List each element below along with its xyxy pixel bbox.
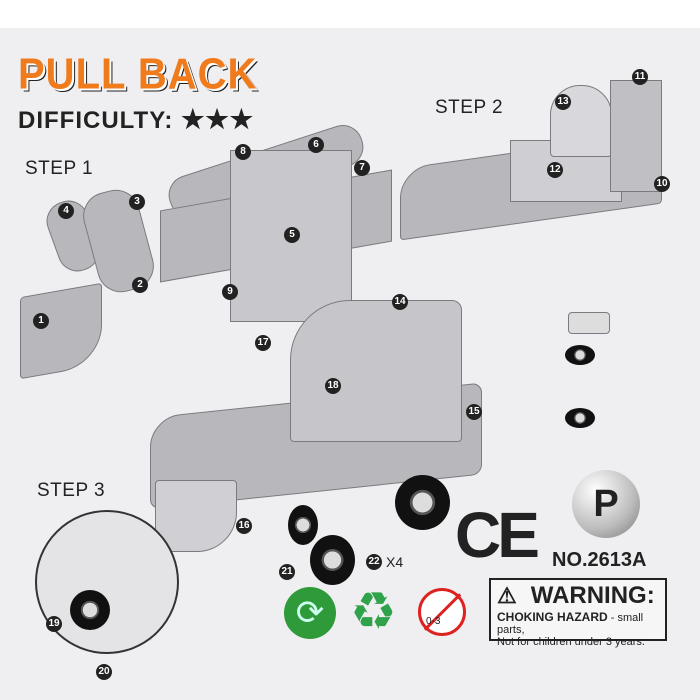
callout-8: 8 bbox=[235, 144, 251, 160]
age-restriction-icon: 0-3 bbox=[418, 588, 466, 636]
callout-22: 22 bbox=[366, 554, 382, 570]
wheel-icon bbox=[310, 535, 355, 585]
pullback-badge: P bbox=[572, 470, 640, 538]
warning-heading: WARNING: bbox=[530, 582, 655, 609]
product-title: PULL BACK bbox=[18, 49, 258, 99]
ce-mark: CE bbox=[455, 499, 540, 571]
step-3-label: STEP 3 bbox=[37, 480, 106, 501]
wheel-icon bbox=[395, 475, 450, 530]
age-icon-label: 0-3 bbox=[426, 616, 441, 627]
warning-triangle-icon: ⚠ bbox=[497, 583, 517, 608]
callout-19: 19 bbox=[46, 616, 62, 632]
wheel-icon bbox=[288, 505, 318, 545]
axle-detail-icon bbox=[70, 590, 110, 630]
callout-9: 9 bbox=[222, 284, 238, 300]
callout-14: 14 bbox=[392, 294, 408, 310]
difficulty-rating: DIFFICULTY: ★★★ bbox=[18, 104, 254, 135]
warning-box: ⚠WARNING: CHOKING HAZARD - small parts, … bbox=[489, 578, 667, 648]
step-1-label: STEP 1 bbox=[25, 158, 94, 179]
callout-7: 7 bbox=[354, 160, 370, 176]
callout-3: 3 bbox=[129, 194, 145, 210]
difficulty-label: DIFFICULTY: bbox=[18, 107, 174, 134]
green-dot-icon: ⟳ bbox=[284, 587, 336, 639]
callout-10: 10 bbox=[654, 176, 670, 192]
recycle-icon: ♻ bbox=[350, 583, 397, 641]
difficulty-stars: ★★★ bbox=[181, 104, 255, 134]
callout-17: 17 bbox=[255, 335, 271, 351]
hazard-detail: - small parts, bbox=[497, 612, 644, 636]
callout-15: 15 bbox=[466, 404, 482, 420]
pullback-badge-letter: P bbox=[593, 482, 619, 525]
callout-18: 18 bbox=[325, 378, 341, 394]
hammer-icon bbox=[568, 312, 610, 334]
callout-2: 2 bbox=[132, 277, 148, 293]
wheel-quantity: X4 bbox=[386, 554, 404, 570]
callout-1: 1 bbox=[33, 313, 49, 329]
step-2-label: STEP 2 bbox=[435, 97, 504, 118]
callout-6: 6 bbox=[308, 137, 324, 153]
model-number: NO.2613A bbox=[552, 549, 647, 571]
magnet-icon bbox=[565, 408, 595, 428]
magnet-icon bbox=[565, 345, 595, 365]
callout-16: 16 bbox=[236, 518, 252, 534]
callout-12: 12 bbox=[547, 162, 563, 178]
assembled-bucket bbox=[155, 480, 237, 552]
age-note: Not for children under 3 years. bbox=[497, 636, 645, 648]
assembled-cab bbox=[290, 300, 462, 442]
callout-5: 5 bbox=[284, 227, 300, 243]
hazard-text: CHOKING HAZARD bbox=[497, 610, 608, 624]
callout-21: 21 bbox=[279, 564, 295, 580]
callout-11: 11 bbox=[632, 69, 648, 85]
roof-part bbox=[610, 80, 662, 192]
callout-4: 4 bbox=[58, 203, 74, 219]
detail-circle bbox=[35, 510, 179, 654]
callout-13: 13 bbox=[555, 94, 571, 110]
callout-20: 20 bbox=[96, 664, 112, 680]
